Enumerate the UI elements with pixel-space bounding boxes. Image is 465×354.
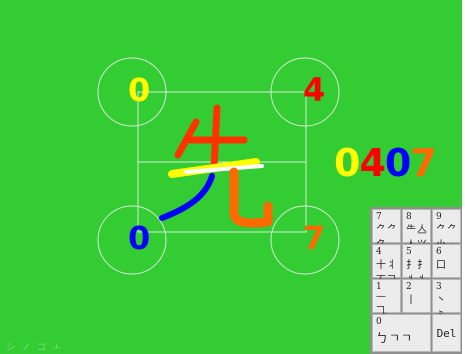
key-number: 0 (376, 317, 382, 327)
key-5[interactable]: 5 扌扌 ⺦⺦ (402, 244, 431, 278)
key-7[interactable]: 7 ⺈⺈⺈ ㄴ⺊⺊ (372, 209, 401, 243)
key-strokes: 口 (436, 256, 447, 271)
delete-button[interactable]: Del (432, 314, 461, 352)
four-corner-code: 0407 (334, 144, 436, 182)
key-6[interactable]: 6 口 (432, 244, 461, 278)
code-digit: 0 (385, 141, 410, 185)
corner-top-right-digit: 4 (303, 74, 325, 106)
footer-strokes: シ ノ コ ㅗ (6, 340, 63, 353)
key-2[interactable]: 2 丨 (402, 279, 431, 313)
key-8[interactable]: 8 ⺧亼 人⺍ (402, 209, 431, 243)
key-strokes: ㄅㄱㄱ (376, 329, 413, 346)
code-digit: 7 (410, 141, 435, 185)
key-0[interactable]: 0 ㄅㄱㄱ (372, 314, 431, 352)
corner-top-left-digit: 0 (128, 74, 150, 106)
code-digit: 0 (334, 141, 359, 185)
stroke-right-hook (234, 172, 268, 223)
stroke-keypad: 7 ⺈⺈⺈ ㄴ⺊⺊ 8 ⺧亼 人⺍ 9 ⺈⺈ 小⺗ 4 十⺦ 丆⺄ 5 扌扌 ⺦… (370, 207, 462, 354)
key-4[interactable]: 4 十⺦ 丆⺄ (372, 244, 401, 278)
key-strokes: 丨 (406, 291, 417, 306)
key-1[interactable]: 1 — ⺄ (372, 279, 401, 313)
corner-bottom-left-digit: 0 (128, 222, 150, 254)
character-glyph (162, 108, 268, 223)
code-digit: 4 (359, 141, 384, 185)
stroke-left-sweep (162, 176, 212, 218)
corner-bottom-right-digit: 7 (303, 222, 325, 254)
key-3[interactable]: 3 丶 ⺀ (432, 279, 461, 313)
key-9[interactable]: 9 ⺈⺈ 小⺗ (432, 209, 461, 243)
